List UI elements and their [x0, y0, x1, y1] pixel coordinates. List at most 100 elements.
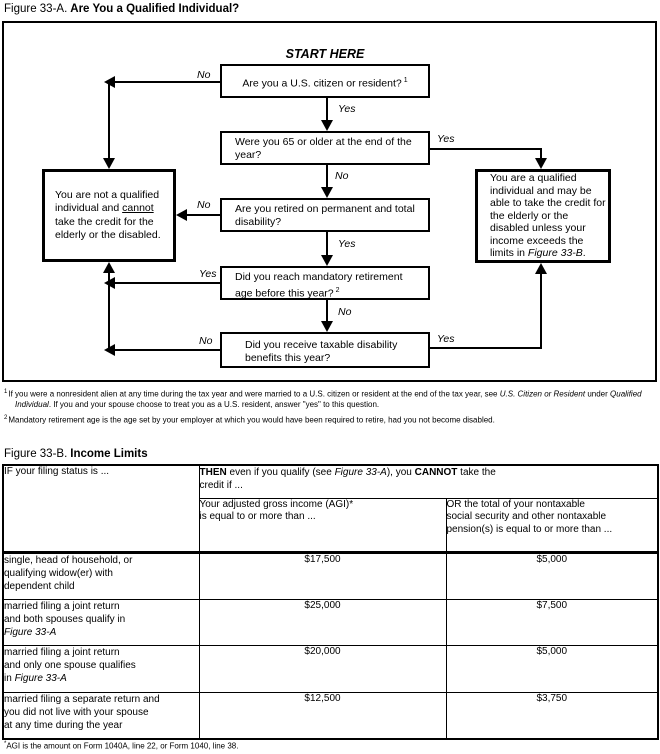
- flow-line-left-up: [108, 272, 110, 351]
- row-separate-pension: $3,750: [445, 691, 659, 740]
- label-yes: Yes: [338, 238, 356, 250]
- arrowhead-down-icon: [103, 158, 115, 169]
- header-pension-line3: pension(s) is equal to or more than ...: [446, 523, 613, 535]
- footnote-2-marker: 2: [4, 415, 8, 421]
- header-then-text-2: ), you: [386, 467, 415, 478]
- row-single-agi: $17,500: [198, 551, 447, 600]
- start-here-label: START HERE: [285, 47, 365, 61]
- label-no: No: [338, 306, 352, 318]
- qualified-post: .: [582, 247, 586, 260]
- figure-a-heading: Are You a Qualified Individual?: [70, 3, 240, 15]
- row-single-status: single, head of household, or qualifying…: [2, 551, 200, 600]
- flow-line-q5-yes: [430, 347, 542, 349]
- label-yes: Yes: [437, 133, 455, 145]
- flow-line-q3-yes: [326, 232, 328, 256]
- not-qualified-text: You are not a qualified individual and c…: [55, 189, 167, 243]
- flow-line-q5-no: [114, 349, 220, 351]
- flow-line-q1-yes: [326, 98, 328, 121]
- header-pension-line2: social security and other nontaxable: [446, 511, 607, 522]
- header-then-line2: credit if ...: [199, 480, 243, 491]
- status-line: and only one spouse qualifies: [4, 659, 136, 671]
- not-qualified-post: take the credit for the elderly or the d…: [55, 215, 161, 242]
- label-no: No: [197, 69, 211, 81]
- footnote-1-marker: 1: [4, 389, 8, 395]
- footnote-ref-2: 2: [335, 287, 340, 294]
- row-joint-one-pension: $5,000: [445, 644, 659, 693]
- status-line: single, head of household, or: [4, 554, 133, 566]
- header-pension: OR the total of your nontaxable social s…: [445, 497, 659, 554]
- status-line: and both spouses qualify in: [4, 613, 126, 625]
- footnote-1-text-2: under: [585, 389, 611, 399]
- status-figure-ref: Figure 33-A: [14, 672, 67, 684]
- header-then-figure-ref: Figure 33-A: [334, 467, 387, 478]
- not-qualified-box: You are not a qualified individual and c…: [42, 169, 176, 262]
- arrowhead-down-icon: [321, 120, 333, 131]
- flow-line-q2-no: [326, 165, 328, 188]
- footnote-1: 1If you were a nonresident alien at any …: [4, 387, 660, 411]
- qualified-figure-ref: Figure 33-B: [527, 247, 583, 260]
- flow-line-q2-yes: [430, 148, 542, 150]
- figure-b-label: Figure 33-B.: [4, 448, 68, 460]
- status-line: married filing a joint return: [4, 600, 120, 612]
- header-then-text: even if you qualify (see: [226, 467, 335, 478]
- question-disability-box: Are you retired on permanent and total d…: [220, 198, 430, 232]
- header-then-line1: THEN even if you qualify (see Figure 33-…: [199, 466, 657, 479]
- label-no: No: [335, 170, 349, 182]
- qualified-pre: You are a qualified individual and may b…: [490, 172, 606, 260]
- label-yes: Yes: [199, 268, 217, 280]
- arrowhead-left-icon: [104, 344, 115, 356]
- status-line: qualifying widow(er) with: [4, 567, 113, 579]
- header-pension-line1: OR the total of your nontaxable: [446, 498, 585, 510]
- row-single-pension: $5,000: [445, 551, 659, 600]
- question-disability-line2: disability?: [235, 216, 282, 228]
- row-joint-both-pension: $7,500: [445, 598, 659, 646]
- header-then: THEN even if you qualify (see Figure 33-…: [198, 464, 659, 499]
- question-65-box: Were you 65 or older at the end of the y…: [220, 131, 430, 165]
- status-line: at any time during the year: [4, 719, 123, 731]
- row-joint-both-agi: $25,000: [198, 598, 447, 646]
- header-then-text-3: take the: [457, 467, 496, 478]
- status-line: you did not live with your spouse: [4, 706, 149, 718]
- question-retirement-age-line1: Did you reach mandatory retirement: [235, 271, 403, 283]
- footnote-ref-1: 1: [403, 77, 408, 84]
- label-yes: Yes: [338, 103, 356, 115]
- header-agi: Your adjusted gross income (AGI)* is equ…: [198, 497, 447, 554]
- question-benefits-box: Did you receive taxable disability benef…: [220, 332, 430, 368]
- flow-line-q4-yes: [114, 282, 220, 284]
- row-separate-status: married filing a separate return and you…: [2, 691, 200, 740]
- agi-footnote-marker: *: [4, 741, 7, 747]
- label-no: No: [199, 335, 213, 347]
- arrowhead-down-icon: [321, 255, 333, 266]
- row-joint-both-status: married filing a joint return and both s…: [2, 598, 200, 646]
- table-row: married filing a joint return and both s…: [2, 598, 659, 646]
- header-then-cannot: CANNOT: [414, 467, 458, 478]
- footnote-1-italic-2: Qualified Individual: [15, 389, 642, 410]
- arrowhead-down-icon: [535, 158, 547, 169]
- footnote-2-text: Mandatory retirement age is the age set …: [8, 415, 495, 425]
- arrowhead-down-icon: [321, 187, 333, 198]
- arrowhead-down-icon: [321, 321, 333, 332]
- table-row: single, head of household, or qualifying…: [2, 551, 659, 600]
- header-then-bold: THEN: [199, 467, 227, 478]
- status-figure-ref: Figure 33-A: [4, 626, 57, 638]
- question-retirement-age-line2: age before this year?2: [235, 284, 428, 301]
- status-line-pre: in: [4, 672, 15, 684]
- status-line: married filing a separate return and: [4, 693, 160, 705]
- flow-line-q4-no: [326, 300, 328, 322]
- footnote-1-text: If you were a nonresident alien at any t…: [8, 389, 500, 399]
- arrowhead-up-icon: [535, 263, 547, 274]
- not-qualified-cannot: cannot: [122, 202, 154, 214]
- question-citizen-text: Are you a U.S. citizen or resident?: [242, 77, 402, 90]
- flow-line-q3-no: [187, 214, 220, 216]
- arrowhead-left-icon: [176, 209, 187, 221]
- table-row: married filing a joint return and only o…: [2, 644, 659, 693]
- question-65-line2: year?: [235, 149, 262, 161]
- question-benefits-line1: Did you receive taxable disability: [245, 339, 398, 351]
- question-retirement-age-box: Did you reach mandatory retirement age b…: [220, 266, 430, 300]
- header-agi-line1: Your adjusted gross income (AGI)*: [199, 498, 354, 510]
- question-benefits-line2: benefits this year?: [245, 352, 331, 364]
- row-joint-one-agi: $20,000: [198, 644, 447, 693]
- table-row: married filing a separate return and you…: [2, 691, 659, 740]
- row-separate-agi: $12,500: [198, 691, 447, 740]
- status-line: in Figure 33-A: [4, 672, 198, 685]
